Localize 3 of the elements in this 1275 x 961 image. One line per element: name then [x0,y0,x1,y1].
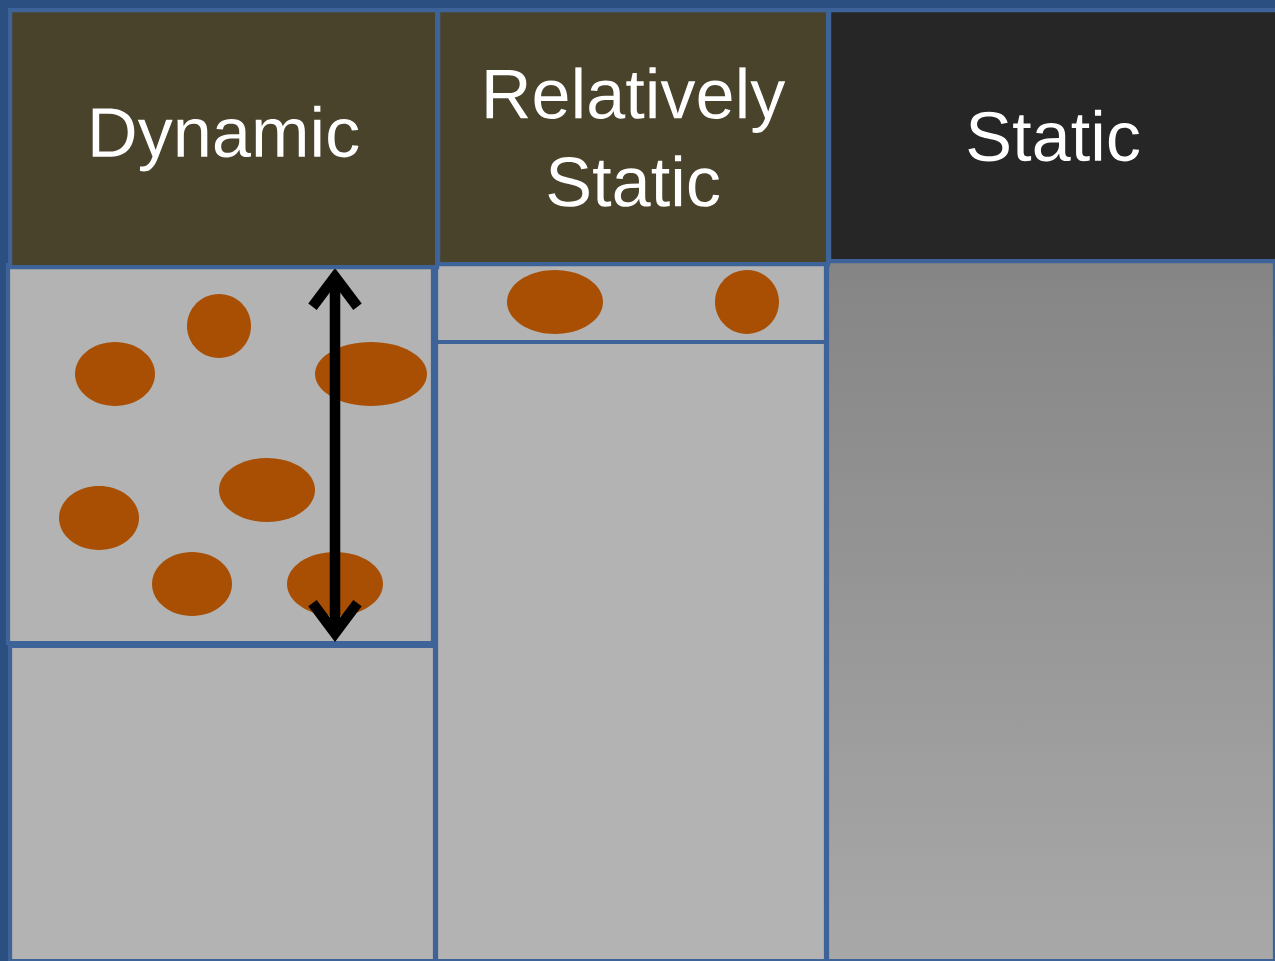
header-box: Dynamic [8,8,440,270]
header-box: Static [827,8,1275,264]
header-box: Relatively Static [436,8,831,267]
